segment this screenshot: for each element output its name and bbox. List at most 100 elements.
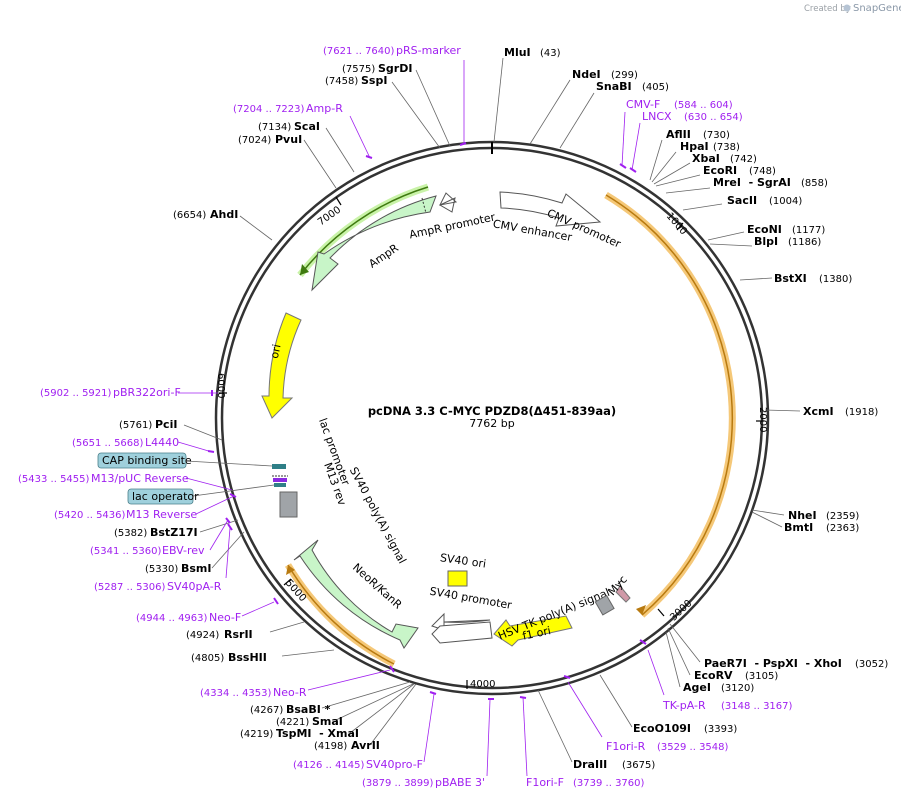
enzyme-sspi: SspI	[361, 74, 387, 87]
primer-sv40pa-r: SV40pA-R	[167, 580, 222, 593]
enzyme-draiii: DraIII	[573, 758, 607, 771]
myc-mark[interactable]	[615, 585, 631, 603]
neor-arrow[interactable]	[293, 539, 419, 649]
f1-ori-arrow[interactable]	[493, 615, 573, 647]
plasmid-name: pcDNA 3.3 C-MYC PDZD8(Δ451-839aa)	[368, 404, 616, 418]
lac-operator-mark[interactable]	[274, 483, 286, 487]
enzyme-scai: ScaI	[294, 120, 320, 133]
green-orf-arrow-icon	[300, 264, 309, 275]
orf-arc-right-arrow-icon	[636, 605, 646, 615]
primer-f1ori-r: F1ori-R	[606, 740, 646, 753]
enzyme-avrii: AvrII	[351, 739, 380, 752]
enzyme-paer7i-pspxi-xhoi: PaeR7I - PspXI - XhoI	[704, 657, 842, 670]
cap-site-mark[interactable]	[272, 464, 286, 469]
primer-pbabe3-range: (3879 .. 3899)	[362, 778, 434, 789]
enzyme-bsmi: BsmI	[181, 562, 212, 575]
primer-cmv-f-range: (584 .. 604)	[674, 100, 733, 111]
primer-m13-reverse: M13 Reverse	[126, 508, 197, 521]
ampr-promoter-arrow[interactable]	[438, 192, 458, 213]
enzyme-labels: MluI (43) NdeI (299) SnaBI (405) AflII (…	[114, 46, 888, 771]
cap-binding-site-label: CAP binding site	[102, 454, 192, 467]
enzyme-ndei: NdeI	[572, 68, 601, 81]
enzyme-rsrii: RsrII	[224, 628, 253, 641]
enzyme-ecorv: EcoRV	[694, 669, 733, 682]
primer-amp-r: Amp-R	[306, 102, 343, 115]
primer-f1ori-f: F1ori-F	[526, 776, 564, 789]
enzyme-mlui: MluI	[504, 46, 531, 59]
primer-pbr322ori-f-range: (5902 .. 5921)	[40, 388, 112, 399]
enzyme-sspi-pos: (7458)	[325, 76, 358, 87]
enzyme-mrei-sgrai: MreI - SgrAI	[713, 176, 791, 189]
primer-amp-r-range: (7204 .. 7223)	[233, 104, 305, 115]
sv40-promoter-label: SV40 promoter	[429, 585, 514, 612]
sv40-promoter-arrow-head	[431, 612, 491, 631]
primer-sv40pro-f: SV40pro-F	[366, 758, 423, 771]
enzyme-tspmi-pos: (4219)	[240, 729, 273, 740]
orf-arc-left-core	[287, 564, 395, 665]
enzyme-pcii-pos: (5761)	[119, 420, 152, 431]
enzyme-ecorv-pos: (3105)	[745, 671, 778, 682]
lac-operator-tag[interactable]: lac operator	[127, 488, 199, 505]
primer-lncx: LNCX	[642, 110, 672, 123]
ampr-promoter-label: AmpR promoter	[408, 210, 497, 241]
sv40-ori-box[interactable]	[447, 570, 468, 587]
ori-arrow[interactable]	[261, 312, 302, 419]
enzyme-xbai-pos: (742)	[730, 154, 757, 165]
f1-ori-label: f1 ori	[521, 624, 552, 643]
enzyme-sgrdi-pos: (7575)	[342, 64, 375, 75]
enzyme-avrii-pos: (4198)	[314, 741, 347, 752]
enzyme-bmti-pos: (2363)	[826, 523, 859, 534]
enzyme-rsrii-pos: (4924)	[186, 630, 219, 641]
primer-l4440-range: (5651 .. 5668)	[72, 438, 144, 449]
ampr-label: AmpR	[366, 241, 401, 270]
snapgene-logo-icon	[843, 4, 851, 12]
cap-binding-site-tag[interactable]: CAP binding site	[97, 452, 192, 469]
enzyme-sacii-pos: (1004)	[769, 196, 802, 207]
sv40-promoter-arrow[interactable]	[431, 621, 493, 644]
primer-neo-r: Neo-R	[273, 686, 307, 699]
primer-f1ori-f-range: (3739 .. 3760)	[573, 778, 645, 789]
cap-tag-box	[97, 452, 187, 469]
enzyme-pcii: PciI	[155, 418, 177, 431]
snapgene-credit[interactable]: Created by SnapGene	[804, 3, 901, 14]
primer-m13-reverse-range: (5420 .. 5436)	[54, 510, 126, 521]
orf-arc-right[interactable]	[604, 191, 736, 618]
enzyme-econi: EcoNI	[747, 223, 782, 236]
myc-leader-line	[617, 579, 623, 585]
enzyme-bstxi-pos: (1380)	[819, 274, 852, 285]
hsv-tk-box[interactable]	[594, 594, 615, 616]
tick-1000: 1000	[664, 211, 689, 237]
enzyme-leader-lines	[183, 57, 801, 763]
tick-2000: 2000	[757, 407, 768, 432]
primer-m13-puc-reverse-range: (5433 .. 5455)	[18, 474, 90, 485]
ampr-arrow[interactable]	[311, 195, 437, 292]
primer-leader-lines	[177, 60, 665, 777]
orf-arc-left-arrow-icon	[286, 565, 295, 575]
ampr-marker	[421, 197, 427, 214]
primer-tk-pa-r: TK-pA-R	[662, 699, 706, 712]
enzyme-sacii: SacII	[727, 194, 757, 207]
enzyme-scai-pos: (7134)	[258, 122, 291, 133]
enzyme-xbai: XbaI	[692, 152, 720, 165]
enzyme-bsshii: BssHII	[228, 651, 267, 664]
enzyme-smai-pos: (4221)	[276, 717, 309, 728]
enzyme-agei: AgeI	[683, 681, 711, 694]
m13-rev-mark[interactable]	[273, 478, 287, 482]
enzyme-paer7i-pos: (3052)	[855, 659, 888, 670]
primer-m13-puc-reverse: M13/pUC Reverse	[91, 472, 189, 485]
lac-tag-box	[127, 488, 194, 505]
snapgene-name: SnapGene	[853, 3, 901, 14]
lac-operator-connector	[192, 484, 275, 497]
cmv-arrow[interactable]	[499, 191, 602, 227]
enzyme-ndei-pos: (299)	[611, 70, 638, 81]
enzyme-nhei: NheI	[788, 509, 817, 522]
enzyme-bstz17i: BstZ17I	[150, 526, 198, 539]
enzyme-hpai-pos: (738)	[713, 142, 740, 153]
enzyme-bsshii-pos: (4805)	[191, 653, 224, 664]
enzyme-mlui-pos: (43)	[540, 48, 561, 59]
sv40-polya-box[interactable]	[279, 491, 298, 518]
enzyme-ahdi: AhdI	[210, 208, 238, 221]
primer-sv40pro-f-range: (4126 .. 4145)	[293, 760, 365, 771]
enzyme-agei-pos: (3120)	[721, 683, 754, 694]
enzyme-draiii-pos: (3675)	[622, 760, 655, 771]
